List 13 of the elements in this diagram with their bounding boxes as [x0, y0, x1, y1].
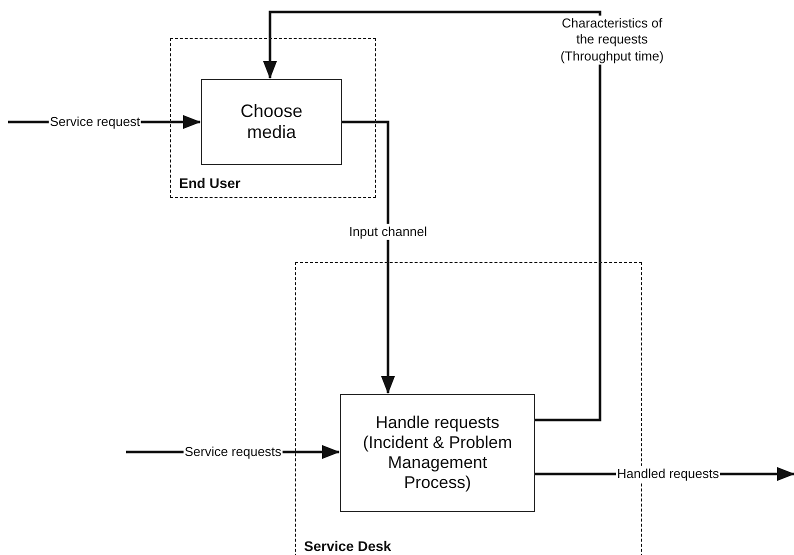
edge-label: Input channel [348, 224, 428, 240]
edge-label: Service request [48, 114, 142, 130]
process-text: Handle requests (Incident & Problem Management Process) [362, 412, 514, 494]
process-box [201, 79, 342, 165]
group-title: Service Desk [304, 538, 392, 554]
arrow [341, 120, 395, 394]
group-title: End User [179, 175, 240, 191]
dashed-group-box [170, 38, 376, 198]
arrow [263, 10, 602, 422]
edge-label: Service requests [184, 444, 282, 460]
edge-label: Handled requests [616, 466, 720, 482]
process-text: Choose media [239, 100, 304, 144]
process-box [340, 394, 535, 512]
